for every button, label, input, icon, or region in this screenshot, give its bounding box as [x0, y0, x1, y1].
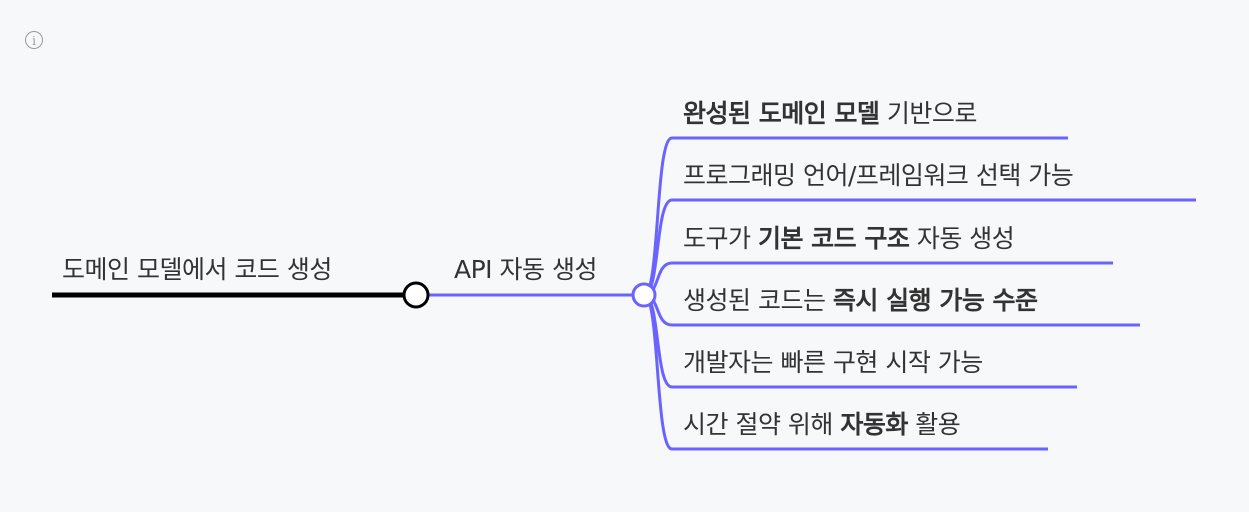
- branch-item[interactable]: 프로그래밍 언어/프레임워크 선택 가능: [683, 161, 1074, 191]
- item-text-bold: 자동화: [840, 410, 908, 439]
- hub-node-label[interactable]: API 자동 생성: [454, 255, 597, 284]
- item-text: 기반으로: [879, 99, 978, 128]
- hub-node-circle[interactable]: [631, 282, 657, 308]
- branch-item[interactable]: 완성된 도메인 모델 기반으로: [683, 99, 977, 129]
- item-text: 생성된 코드는: [683, 286, 833, 315]
- branch-item[interactable]: 생성된 코드는 즉시 실행 가능 수준: [683, 286, 1038, 316]
- branch-item[interactable]: 시간 절약 위해 자동화 활용: [683, 410, 961, 440]
- item-text-bold: 즉시 실행 가능 수준: [832, 286, 1038, 315]
- root-node-label[interactable]: 도메인 모델에서 코드 생성: [62, 255, 332, 284]
- info-icon[interactable]: i: [25, 31, 43, 49]
- root-node-circle[interactable]: [402, 281, 430, 309]
- item-text: 자동 생성: [909, 224, 1015, 253]
- item-text: 프로그래밍 언어/프레임워크 선택 가능: [683, 161, 1074, 190]
- item-text: 도구가: [683, 224, 758, 253]
- item-text: 시간 절약 위해: [683, 410, 841, 439]
- item-text: 활용: [907, 410, 961, 439]
- branch-item[interactable]: 도구가 기본 코드 구조 자동 생성: [683, 224, 1015, 254]
- item-text: 개발자는 빠른 구현 시작 가능: [683, 348, 983, 377]
- item-text-bold: 완성된 도메인 모델: [683, 99, 880, 128]
- branch-item[interactable]: 개발자는 빠른 구현 시작 가능: [683, 348, 983, 378]
- item-text-bold: 기본 코드 구조: [757, 224, 910, 253]
